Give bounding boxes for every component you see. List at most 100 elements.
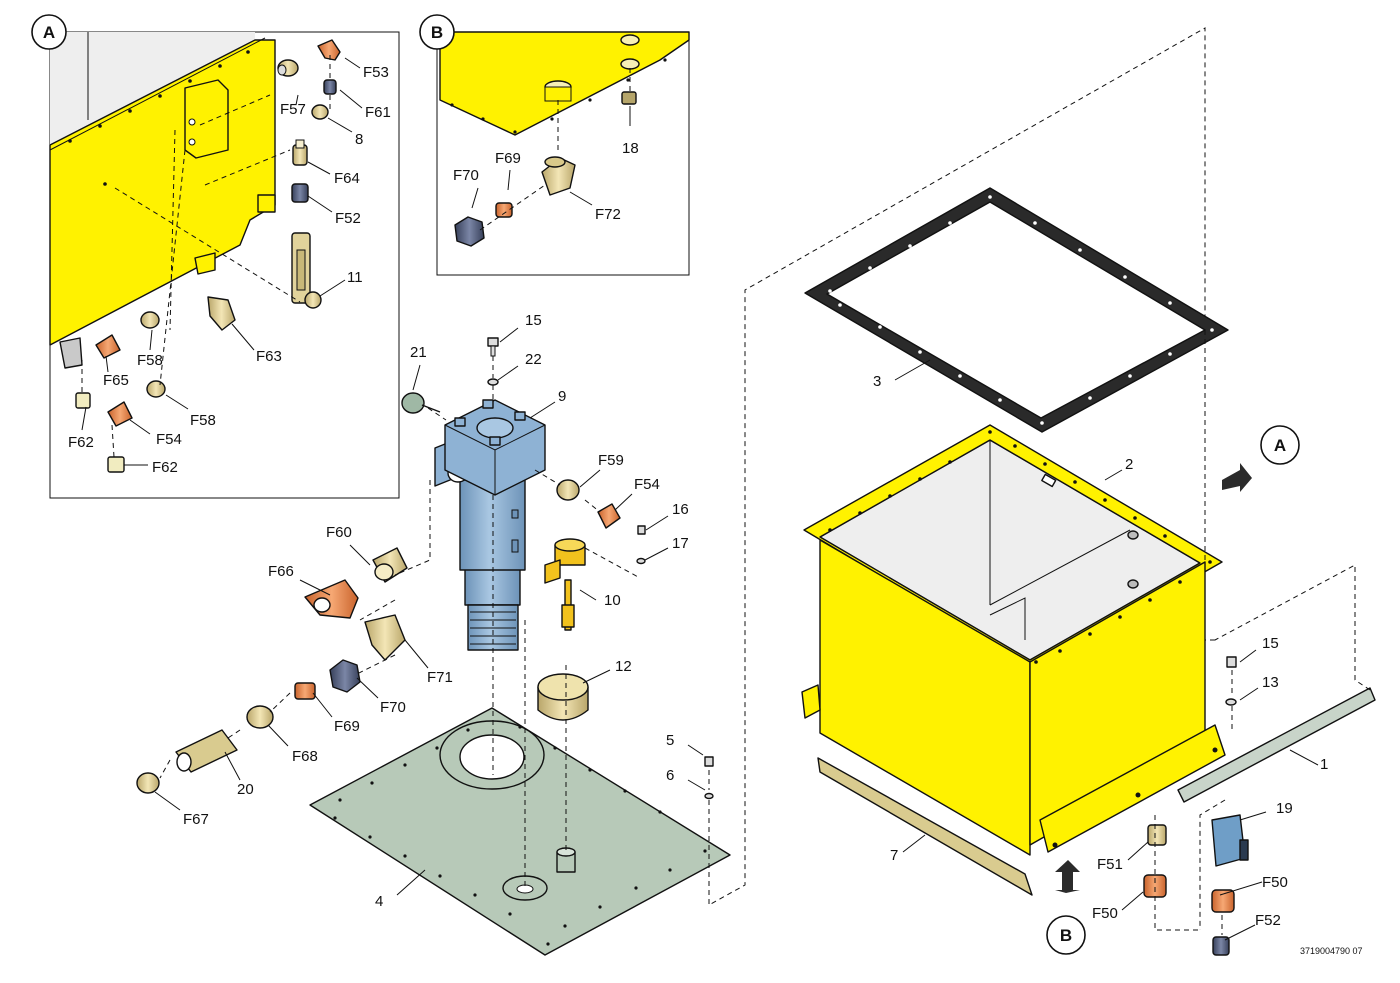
label-13: 13: [1262, 674, 1279, 691]
label-F50: F50: [1262, 874, 1288, 891]
elbow-fitting-icon: [541, 156, 576, 196]
view-marker-b: B: [1046, 915, 1086, 955]
label-19: 19: [1276, 800, 1293, 817]
elbow-fitting-icon: [107, 401, 133, 427]
ferrule-icon: [294, 682, 316, 700]
label-15: 15: [1262, 635, 1279, 652]
ferrule-icon: [495, 202, 513, 218]
adapter-fitting-icon: [146, 380, 166, 398]
label-F60: F60: [326, 524, 352, 541]
label-F72: F72: [595, 206, 621, 223]
drawing-number: 3719004790 07: [1300, 946, 1363, 956]
adapter-fitting-icon: [136, 772, 160, 794]
label-F58: F58: [190, 412, 216, 429]
detail-a-badge: A: [31, 14, 67, 50]
elbow-fitting-icon: [95, 334, 121, 359]
label-8: 8: [355, 131, 363, 148]
screw-icon: [487, 337, 499, 357]
standoff-icon: [556, 847, 576, 873]
label-22: 22: [525, 351, 542, 368]
label-F62: F62: [68, 434, 94, 451]
washer-icon: [487, 378, 499, 386]
screw-icon: [637, 525, 646, 535]
strip-7: [817, 757, 1033, 896]
label-F70: F70: [380, 699, 406, 716]
breather-cap-icon: [537, 673, 589, 721]
cap-icon: [75, 392, 91, 409]
pressure-gauge-icon: [401, 392, 441, 414]
label-11: 11: [347, 269, 363, 286]
view-arrow-b-icon: [1055, 860, 1080, 893]
label-F54: F54: [634, 476, 660, 493]
label-17: 17: [672, 535, 689, 552]
label-F71: F71: [427, 669, 453, 686]
elbow-fitting-icon: [597, 503, 621, 529]
label-6: 6: [666, 767, 674, 784]
sight-glass-icon: [291, 232, 322, 309]
label-F68: F68: [292, 748, 318, 765]
tank: [801, 424, 1226, 856]
male-connector-icon: [292, 139, 308, 166]
label-F62: F62: [152, 459, 178, 476]
detail-b-panel: B: [419, 14, 690, 276]
adapter-fitting-icon: [1211, 889, 1235, 913]
label-2: 2: [1125, 456, 1133, 473]
washer-icon: [1225, 698, 1237, 706]
adapter-fitting-icon: [277, 59, 299, 77]
detail-b-badge: B: [419, 14, 455, 50]
plug-icon: [621, 91, 637, 105]
label-F50: F50: [1092, 905, 1118, 922]
label-F52: F52: [335, 210, 361, 227]
label-F58: F58: [137, 352, 163, 369]
label-F53: F53: [363, 64, 389, 81]
label-F64: F64: [334, 170, 360, 187]
cap-icon: [107, 456, 125, 473]
adapter-fitting-icon: [556, 479, 580, 501]
label-15: 15: [525, 312, 542, 329]
label-F65: F65: [103, 372, 129, 389]
cap-icon: [291, 183, 309, 203]
view-arrow-a-icon: [1222, 463, 1252, 492]
svg-text:B: B: [431, 23, 443, 42]
label-10: 10: [604, 592, 621, 609]
detail-a-panel: A: [31, 14, 400, 499]
label-F70: F70: [453, 167, 479, 184]
label-F52: F52: [1255, 912, 1281, 929]
svg-text:A: A: [43, 23, 55, 42]
label-21: 21: [410, 344, 427, 361]
label-F69: F69: [334, 718, 360, 735]
label-F69: F69: [495, 150, 521, 167]
base-plate: [309, 707, 731, 956]
label-7: 7: [890, 847, 898, 864]
plug-icon: [311, 104, 329, 120]
label-20: 20: [237, 781, 254, 798]
filter-housing: [434, 399, 546, 651]
elbow-fitting-icon: [364, 614, 406, 661]
label-16: 16: [672, 501, 689, 518]
label-F59: F59: [598, 452, 624, 469]
label-1: 1: [1320, 756, 1328, 773]
label-9: 9: [558, 388, 566, 405]
washer-icon: [704, 792, 714, 800]
label-5: 5: [666, 732, 674, 749]
cap-icon: [1212, 936, 1230, 956]
level-switch-icon: [544, 538, 586, 631]
cap-icon: [323, 79, 337, 95]
elbow-fitting-icon: [207, 296, 236, 331]
label-F61: F61: [365, 104, 391, 121]
washer-icon: [636, 557, 646, 565]
adapter-fitting-icon: [140, 311, 160, 329]
label-F57: F57: [280, 101, 306, 118]
label-F54: F54: [156, 431, 182, 448]
label-12: 12: [615, 658, 632, 675]
svg-text:A: A: [1274, 436, 1286, 455]
check-valve-icon: [175, 729, 238, 773]
adapter-fitting-icon: [372, 547, 408, 583]
label-3: 3: [873, 373, 881, 390]
ball-valve-icon: [1211, 814, 1249, 867]
svg-text:B: B: [1060, 926, 1072, 945]
elbow-fitting-icon: [317, 39, 341, 61]
gasket: [804, 187, 1229, 433]
label-F67: F67: [183, 811, 209, 828]
adapter-fitting-icon: [246, 705, 274, 729]
